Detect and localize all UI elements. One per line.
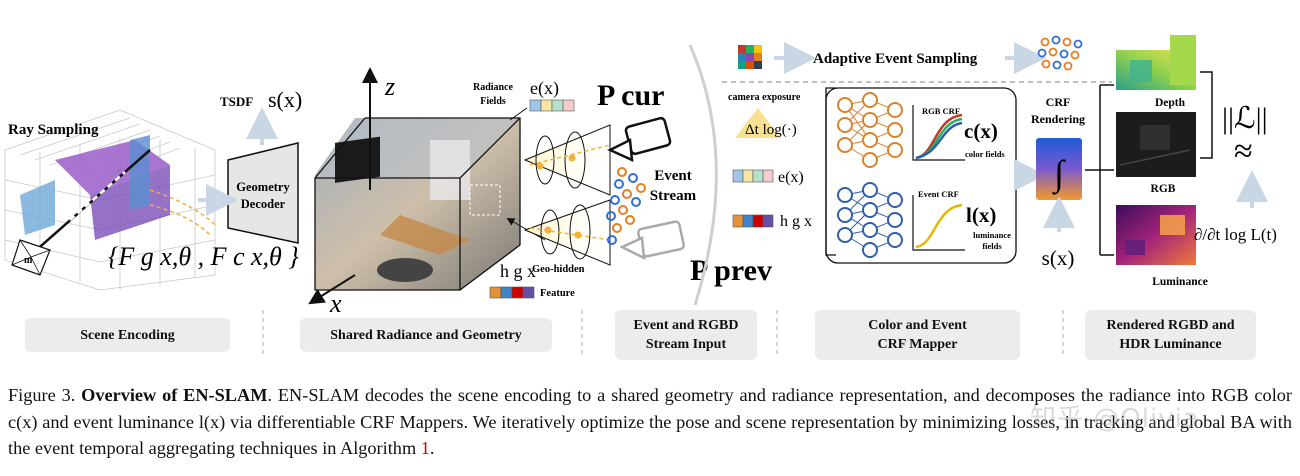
rgb-render <box>1116 112 1196 177</box>
rgb-grid-icon <box>738 45 762 69</box>
radiance-fields-line2: Fields <box>480 96 506 107</box>
luminance-fields-line2: fields <box>982 241 1002 251</box>
overview-diagram: Ray Sampling m TSDF s(x) Geometry Decode… <box>4 35 1277 355</box>
tsdf-label: TSDF <box>220 94 253 109</box>
h-x-swatch <box>732 214 774 228</box>
ray-sampling-illustration <box>4 109 216 291</box>
event-crf-label: Event CRF <box>918 189 959 199</box>
stage-shared-radiance-geometry: Shared Radiance and Geometry <box>300 318 552 352</box>
geo-hidden-line2: Feature <box>540 288 575 299</box>
stage-scene-encoding: Scene Encoding <box>25 318 230 352</box>
ray-sampling-label: Ray Sampling <box>8 122 99 138</box>
watermark: 知乎 @Olivia <box>1030 404 1200 434</box>
room-cube <box>314 117 521 291</box>
loss-symbol: ||ℒ|| <box>1222 102 1268 135</box>
caption-title: Overview of EN-SLAM <box>81 385 268 405</box>
z-axis-label: z <box>384 72 395 101</box>
rgb-label: RGB <box>1151 183 1176 195</box>
rgb-crf-network <box>837 92 903 168</box>
rendering-s-x-label: s(x) <box>1042 246 1075 270</box>
trajectory-arc <box>688 44 718 306</box>
decoder-line2: Decoder <box>241 197 286 211</box>
event-stream-line1: Event <box>654 168 692 184</box>
svg-text:m: m <box>24 255 33 266</box>
event-stream-dots <box>606 167 646 245</box>
camera-exposure-label: camera exposure <box>728 92 801 103</box>
l-x-label: l(x) <box>966 203 996 227</box>
current-camera-icon <box>607 116 672 163</box>
crf-rendering-line2: Rendering <box>1031 112 1085 126</box>
rgb-crf-label: RGB CRF <box>922 106 960 116</box>
x-axis <box>308 274 356 305</box>
geo-hidden-symbol: h g x <box>500 261 536 281</box>
depth-render <box>1116 35 1196 90</box>
feature-grid-symbol: {F g x,θ , F c x,θ } <box>108 242 299 271</box>
exposure-triangle <box>735 108 781 138</box>
ray-cones <box>523 124 611 266</box>
radiance-fields-line1: Radiance <box>473 82 514 93</box>
algorithm-reference-link[interactable]: 1 <box>420 438 430 458</box>
output-bracket <box>1085 84 1114 256</box>
caption-body: . EN-SLAM decodes the scene encoding to … <box>8 385 1292 458</box>
sampled-events-icon <box>1037 35 1083 71</box>
event-crf-plot <box>912 195 965 251</box>
luminance-fields-line1: luminance <box>973 230 1011 240</box>
c-x-label: c(x) <box>964 119 998 143</box>
log-derivative-label: ∂/∂t log L(t) <box>1194 225 1277 244</box>
crf-rendering-block <box>1036 138 1082 200</box>
radiance-symbol: e(x) <box>530 78 559 99</box>
delta-log-label: Δt log(·) <box>745 122 797 138</box>
approx-symbol: ≈ <box>1234 133 1253 170</box>
e-x-swatch <box>732 169 774 183</box>
loss-bracket <box>1200 71 1213 159</box>
event-crf-network <box>837 182 903 258</box>
color-fields-label: color fields <box>965 149 1005 159</box>
rgb-crf-plot <box>912 105 965 161</box>
previous-camera-icon <box>619 220 685 261</box>
x-axis-label: x <box>329 289 342 318</box>
mapper-h-x-label: h g x <box>780 213 812 230</box>
p-cur-label: P cur <box>597 79 665 112</box>
luminance-render <box>1116 205 1196 265</box>
mapper-input-bracket <box>825 87 836 256</box>
geo-hidden-line1: Geo-hidden <box>532 264 585 275</box>
depth-label: Depth <box>1155 97 1186 109</box>
geo-hidden-feature-swatch <box>489 286 535 299</box>
decoder-line1: Geometry <box>236 180 290 194</box>
luminance-label: Luminance <box>1152 276 1208 288</box>
figure-caption: Figure 3. Overview of EN-SLAM. EN-SLAM d… <box>8 385 1292 458</box>
adaptive-sampling-label: Adaptive Event Sampling <box>813 51 978 67</box>
crf-rendering-line1: CRF <box>1046 95 1071 109</box>
integral-icon: ∫ <box>1052 153 1066 195</box>
tsdf-symbol: s(x) <box>268 87 302 112</box>
radiance-feature-swatch <box>529 99 575 112</box>
event-stream-line2: Stream <box>650 188 697 204</box>
mapper-e-x-label: e(x) <box>778 169 804 186</box>
